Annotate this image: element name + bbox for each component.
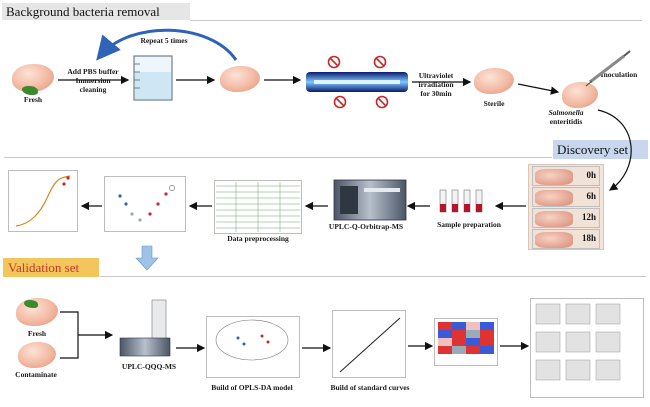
time-label-18h: 18h bbox=[581, 233, 596, 243]
label-contaminate: Contaminate bbox=[15, 370, 57, 379]
title-validation-set: Validation set bbox=[3, 258, 99, 277]
label-uv-2: irradiation bbox=[418, 80, 454, 89]
label-standard-curves: Build of standard curves bbox=[330, 383, 410, 392]
repeat-loop-arrow bbox=[96, 28, 238, 61]
label-uplc-orbitrap: UPLC-Q-Orbitrap-MS bbox=[328, 222, 404, 231]
timecard-0h: 0h bbox=[532, 166, 600, 186]
arrow-sterile-to-inoculated bbox=[517, 83, 560, 95]
washed-chicken-image bbox=[220, 66, 260, 92]
timecard-18h: 18h bbox=[532, 229, 600, 249]
uv-lamp-icon bbox=[306, 72, 408, 92]
label-data-preprocessing: Data preprocessing bbox=[227, 234, 289, 243]
heatmap-cells bbox=[438, 322, 494, 354]
label-uplc-qqq: UPLC-QQQ-MS bbox=[121, 362, 177, 371]
label-add-pbs: Add PBS buffer bbox=[67, 67, 119, 76]
divider-top bbox=[190, 20, 642, 21]
label-sample-preparation: Sample preparation bbox=[437, 220, 501, 229]
time-label-12h: 12h bbox=[581, 212, 596, 222]
no-bacteria-icon bbox=[327, 55, 389, 109]
label-cleaning: cleaning bbox=[79, 85, 107, 94]
syringe-icon bbox=[585, 50, 631, 87]
label-uv-3: for 30min bbox=[420, 89, 452, 98]
mass-spectrometer-icon bbox=[119, 299, 171, 357]
title-discovery-set: Discovery set bbox=[553, 140, 648, 159]
arrow-discovery-to-validation bbox=[135, 245, 159, 271]
label-fresh-row1: Fresh bbox=[23, 95, 43, 104]
label-salmonella: Salmonella bbox=[548, 108, 584, 117]
divider-middle bbox=[4, 157, 552, 158]
standard-curve-line bbox=[339, 317, 401, 373]
label-fresh-row3: Fresh bbox=[27, 329, 47, 338]
test-tube-icon bbox=[439, 189, 483, 213]
spreadsheet-grid bbox=[216, 182, 300, 232]
leaf-herb-icon bbox=[22, 86, 38, 95]
timecard-6h: 6h bbox=[532, 187, 600, 207]
standard-curve-thumbnail bbox=[332, 310, 406, 378]
label-uv-1: Ultraviolet bbox=[418, 71, 454, 80]
label-oplsda: Build of OPLS-DA model bbox=[211, 383, 293, 392]
label-inoculation: Inoculation bbox=[600, 70, 638, 79]
mass-spectrometer-icon bbox=[333, 179, 407, 221]
s-plot-thumbnail bbox=[8, 170, 78, 232]
contaminated-chicken-image bbox=[18, 342, 56, 368]
s-curve bbox=[15, 175, 71, 227]
label-enteritidis: enteritidis bbox=[549, 117, 583, 126]
leaf-herb-icon bbox=[24, 300, 38, 308]
title-background-bacteria-removal: Background bacteria removal bbox=[2, 3, 190, 20]
oplsda-ellipse bbox=[215, 319, 289, 361]
divider-bottom bbox=[100, 276, 646, 277]
label-repeat-5-times: Repeat 5 times bbox=[140, 36, 188, 45]
results-panels bbox=[535, 303, 621, 381]
volcano-dots bbox=[118, 185, 175, 222]
inoculated-chicken-image bbox=[562, 82, 598, 108]
sterile-chicken-image bbox=[474, 68, 514, 94]
time-label-0h: 0h bbox=[586, 170, 596, 180]
time-label-6h: 6h bbox=[586, 191, 596, 201]
label-sterile: Sterile bbox=[483, 99, 505, 108]
arrow-inoculation-to-discovery bbox=[597, 109, 632, 191]
timecard-12h: 12h bbox=[532, 208, 600, 228]
sample-bracket bbox=[60, 311, 79, 359]
oplsda-plot-thumbnail bbox=[206, 316, 300, 378]
beaker-icon bbox=[133, 55, 173, 101]
